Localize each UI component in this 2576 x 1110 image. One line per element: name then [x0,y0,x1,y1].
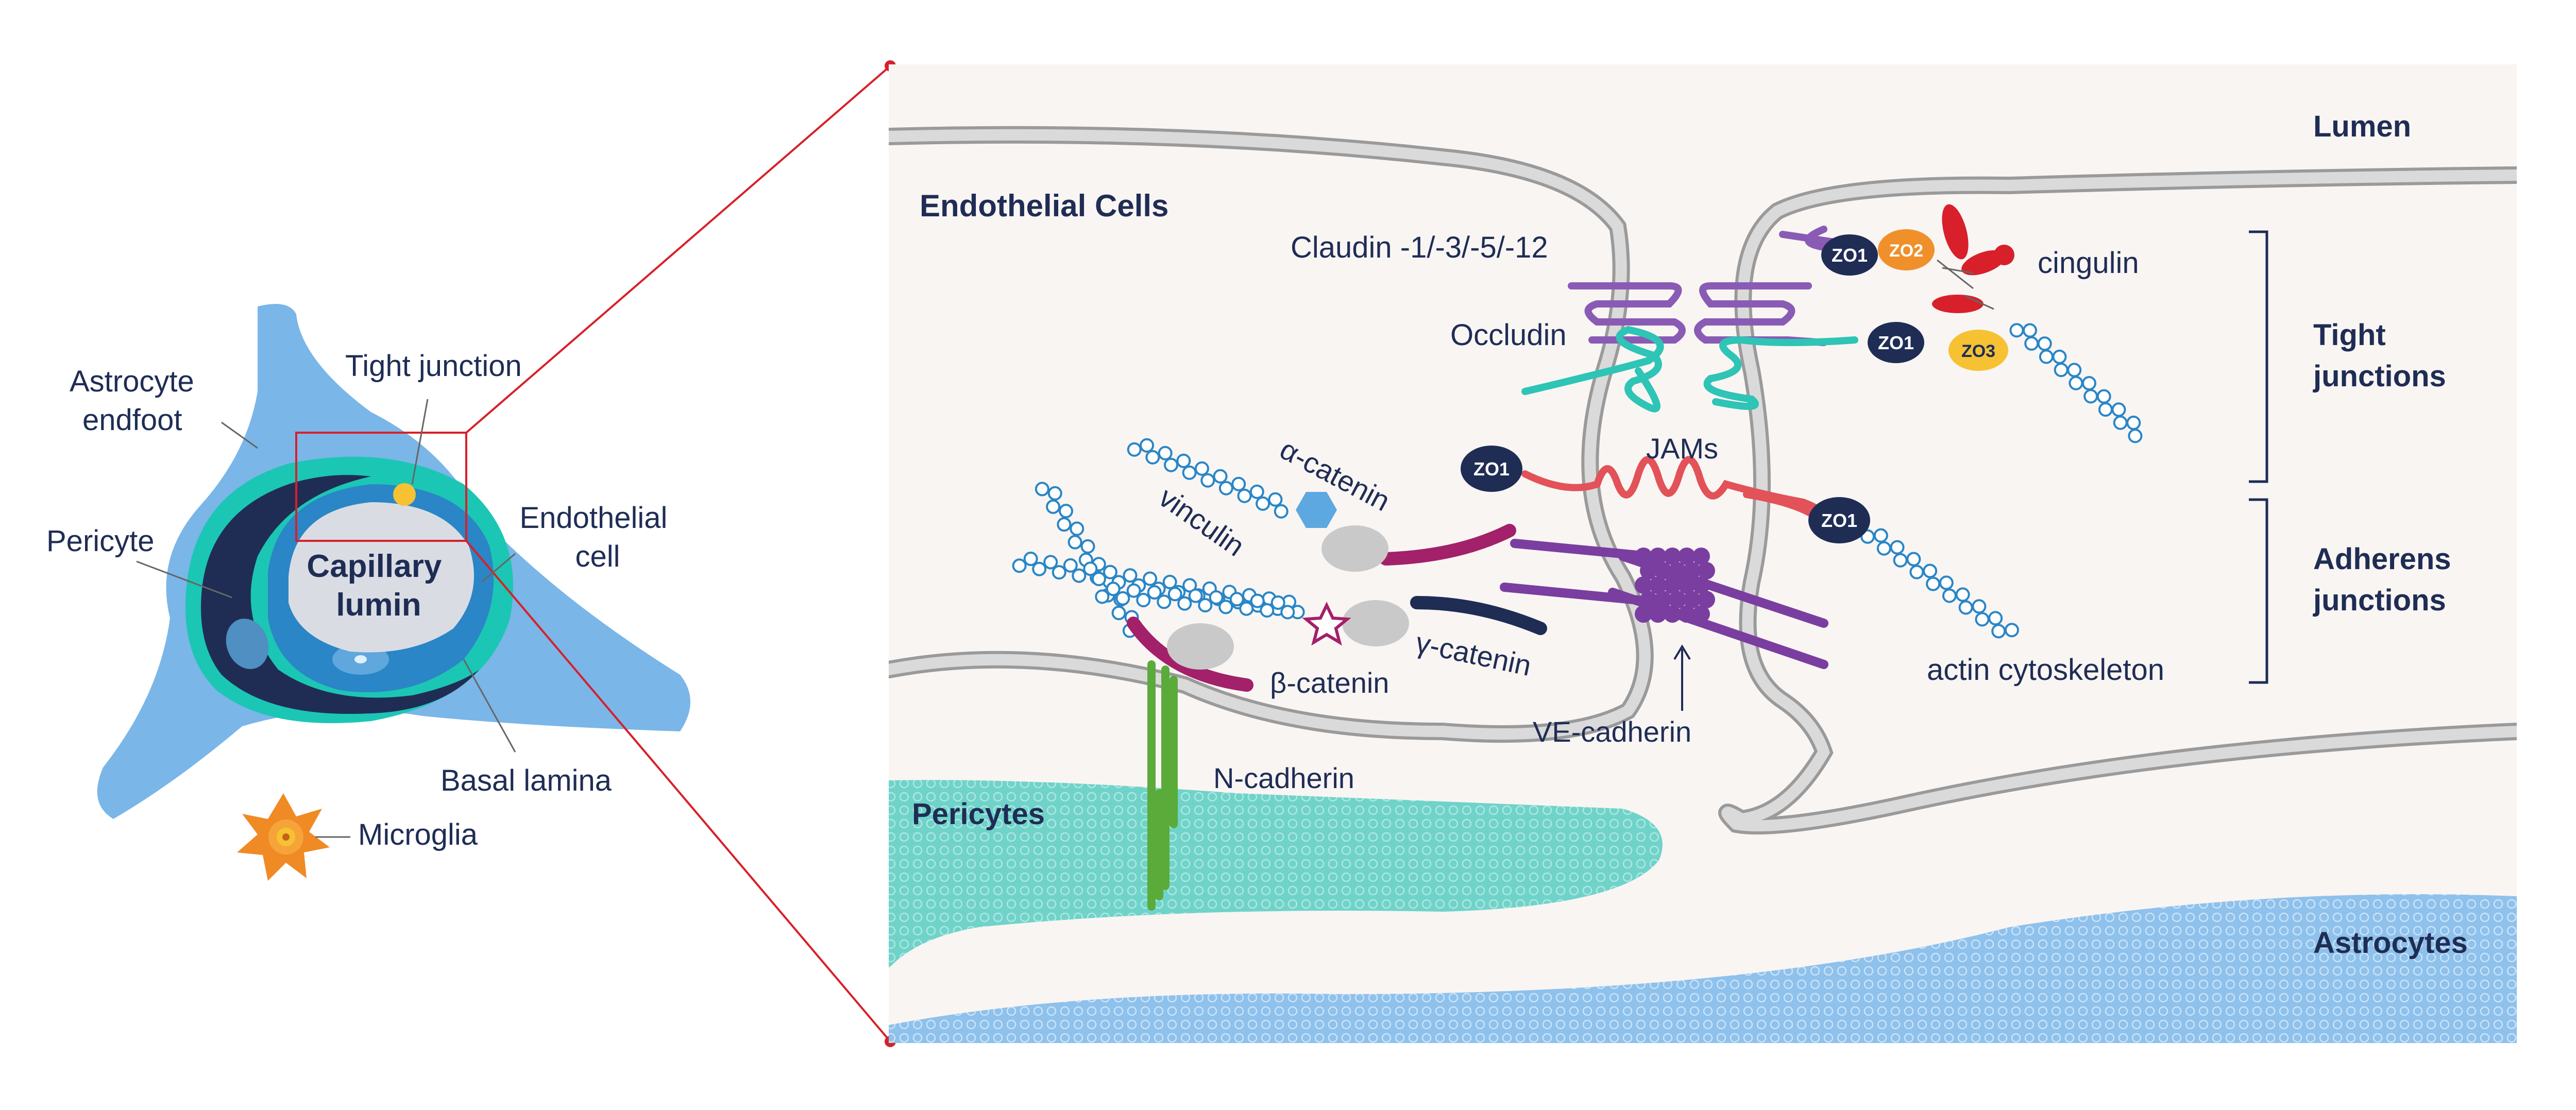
capillary-lumin-label: Capillary lumin [307,549,450,623]
tight-junction-dot [393,483,416,506]
catenin-complex [1127,492,1547,692]
microglia-icon [237,793,330,881]
tight-junctions-label: Tight junctions [2313,318,2446,393]
bracket-tight-junctions [2249,230,2268,483]
left-cross-section: Astrocyte endfoot Tight junction Pericyt… [46,60,896,1047]
adherens-junctions-label: Adherens junctions [2313,542,2460,617]
ve-cadherin-bead-cluster [1635,548,1715,623]
svg-text:ZO3: ZO3 [1961,341,1995,361]
alpha-catenin-blob [1321,525,1388,572]
zoom-region-box [295,432,467,542]
zo3-badge: ZO3 [1948,330,2008,371]
n-cadherin-label: N-cadherin [1213,762,1354,794]
zo1-badge: ZO1 [1808,497,1870,543]
occludin-label: Occludin [1450,318,1567,352]
tight-junction-label: Tight junction [345,349,522,383]
gamma-catenin-blob [1342,600,1409,646]
cingulin-label: cingulin [2038,246,2139,280]
svg-text:ZO2: ZO2 [1889,241,1923,261]
bracket-adherens-junctions [2249,498,2268,684]
jams-label: JAMs [1646,432,1718,465]
actin-filaments [1012,323,2143,639]
lumen-label: Lumen [2313,110,2411,143]
pericyte-label: Pericyte [46,524,155,558]
zo1-badge: ZO1 [1868,322,1924,363]
ve-cadherin-label: VE-cadherin [1533,715,1691,748]
zo1-badge: ZO1 [1461,446,1522,492]
svg-text:ZO1: ZO1 [1821,510,1857,531]
pericytes-label: Pericytes [912,797,1045,831]
left-leader-lines [136,399,516,838]
zoom-line-top [465,65,891,434]
pericyte-shape [201,475,479,714]
zo1-badge: ZO1 [1821,234,1878,276]
basal-lamina-label: Basal lamina [440,764,612,797]
astrocytes-label: Astrocytes [2313,926,2468,960]
svg-text:ZO1: ZO1 [1878,332,1914,353]
zoom-line-bottom [465,540,891,1043]
n-cadherin-shape [1147,660,1178,911]
astrocyte-endfoot-label: Astrocyte endfoot [70,365,202,437]
microglia-label: Microglia [358,818,478,851]
endothelial-cell-label: Endothelial cell [519,501,675,573]
claudin-shape [1568,226,1838,346]
zo2-badge: ZO2 [1878,229,1935,270]
beta-catenin-label: β-catenin [1270,667,1389,699]
claudin-label: Claudin -1/-3/-5/-12 [1291,231,1548,264]
alpha-catenin-hexagon [1296,492,1337,528]
beta-catenin-blob [1167,623,1234,670]
actin-cytoskeleton-label: actin cytoskeleton [1927,653,2164,687]
capillary-lumen-shape [289,502,474,653]
jams-shape [1521,456,1823,519]
svg-text:ZO1: ZO1 [1832,245,1868,266]
ve-cadherin-arrow [1673,644,1691,711]
right-detail-panel: ZO1 ZO2 ZO1 ZO3 ZO1 ZO1 [889,64,2517,1043]
endothelial-cells-label: Endothelial Cells [920,189,1168,223]
occludin-shape [1521,326,1858,413]
cingulin-shape [1932,204,2014,313]
vinculin-star [1302,602,1351,646]
svg-text:ZO1: ZO1 [1473,458,1510,480]
